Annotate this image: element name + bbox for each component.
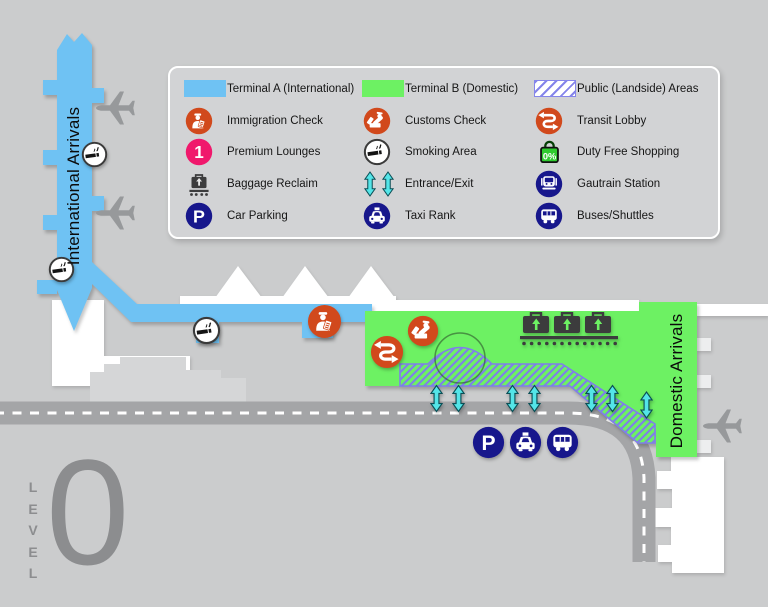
entrance-exit-icon — [640, 391, 653, 419]
smoking-area-icon — [192, 316, 221, 345]
legend-item-immigration: Immigration Check — [184, 105, 362, 137]
premium-lounges-icon — [184, 137, 214, 167]
entrance-exit-icon — [506, 384, 519, 413]
public-landside-hatch — [399, 346, 656, 444]
legend-item-entrance-exit: Entrance/Exit — [362, 168, 534, 200]
transit-lobby-icon — [534, 106, 564, 136]
legend-item-smoking: Smoking Area — [362, 137, 534, 169]
legend-item-premium: Premium Lounges — [184, 137, 362, 169]
entrance-exit-icon — [585, 384, 598, 413]
jetway-stub-1 — [697, 338, 711, 351]
entrance-exit-icon — [452, 384, 465, 413]
bus-shuttle-icon — [546, 426, 579, 459]
pier-stub — [37, 280, 57, 294]
immigration-check-icon — [184, 106, 214, 136]
entrance-exit-icon — [606, 384, 619, 413]
legend-item-terminal-b: Terminal B (Domestic) — [362, 73, 534, 105]
bus-shuttle-icon — [534, 201, 564, 231]
roof-peak-2 — [282, 266, 329, 298]
jetway-stub-3 — [697, 440, 711, 453]
building-band-right — [697, 304, 768, 316]
legend-item-transit: Transit Lobby — [534, 105, 716, 137]
international-arrivals-label: International Arrivals — [64, 106, 83, 266]
terminal-b-swatch — [362, 80, 404, 98]
smoking-area-icon — [81, 141, 108, 168]
legend-item-gautrain: Gautrain Station — [534, 168, 716, 200]
legend-item-bus: Buses/Shuttles — [534, 200, 716, 232]
legend-item-public-areas: Public (Landside) Areas — [534, 73, 716, 105]
arrivals-corridor — [92, 262, 372, 343]
car-parking-icon — [184, 201, 214, 231]
terminal-b-domestic — [365, 302, 697, 457]
building-bottom-right — [655, 457, 724, 573]
roof-peak-3 — [348, 266, 395, 298]
level-number: 0 — [46, 428, 130, 596]
roof-peak-1 — [215, 266, 262, 298]
jetway-stub-2 — [697, 375, 711, 388]
car-parking-icon — [472, 426, 505, 459]
terminal-circle-feature — [434, 332, 486, 384]
entrance-exit-icon — [528, 384, 541, 413]
entrance-exit-icon — [362, 169, 396, 199]
legend-item-taxi: Taxi Rank — [362, 200, 534, 232]
entrance-exit-icon — [430, 384, 443, 413]
legend-item-duty-free: Duty Free Shopping — [534, 137, 716, 169]
public-areas-swatch — [534, 80, 576, 98]
pier-stub — [92, 88, 104, 103]
level-label: L E V E L — [28, 479, 38, 581]
gautrain-station-icon — [534, 169, 564, 199]
customs-check-icon — [362, 106, 392, 136]
airplane-icon — [703, 409, 742, 443]
legend-item-terminal-a: Terminal A (International) — [184, 73, 362, 105]
pier-stub — [92, 196, 104, 211]
legend-panel: Terminal A (International) Terminal B (D… — [168, 66, 720, 239]
pier-stub — [43, 215, 57, 230]
pier-stub — [43, 150, 57, 165]
customs-check-icon — [407, 315, 439, 347]
legend-item-baggage: Baggage Reclaim — [184, 168, 362, 200]
immigration-check-icon — [307, 304, 342, 339]
baggage-reclaim-icon — [184, 169, 214, 199]
legend-item-parking: Car Parking — [184, 200, 362, 232]
terminal-a-international — [37, 33, 372, 343]
building-band-center — [386, 300, 639, 311]
terminal-a-swatch — [184, 80, 226, 98]
building-gray-stepped — [90, 357, 246, 404]
domestic-arrivals-label: Domestic Arrivals — [667, 313, 686, 449]
baggage-reclaim-belt — [520, 312, 618, 348]
duty-free-icon — [534, 137, 564, 167]
transit-lobby-icon — [370, 335, 404, 369]
legend-item-customs: Customs Check — [362, 105, 534, 137]
pier-stub — [43, 80, 57, 95]
international-arrivals-pier — [57, 33, 92, 331]
taxi-rank-icon — [509, 426, 542, 459]
smoking-area-icon — [362, 137, 392, 167]
taxi-rank-icon — [362, 201, 392, 231]
